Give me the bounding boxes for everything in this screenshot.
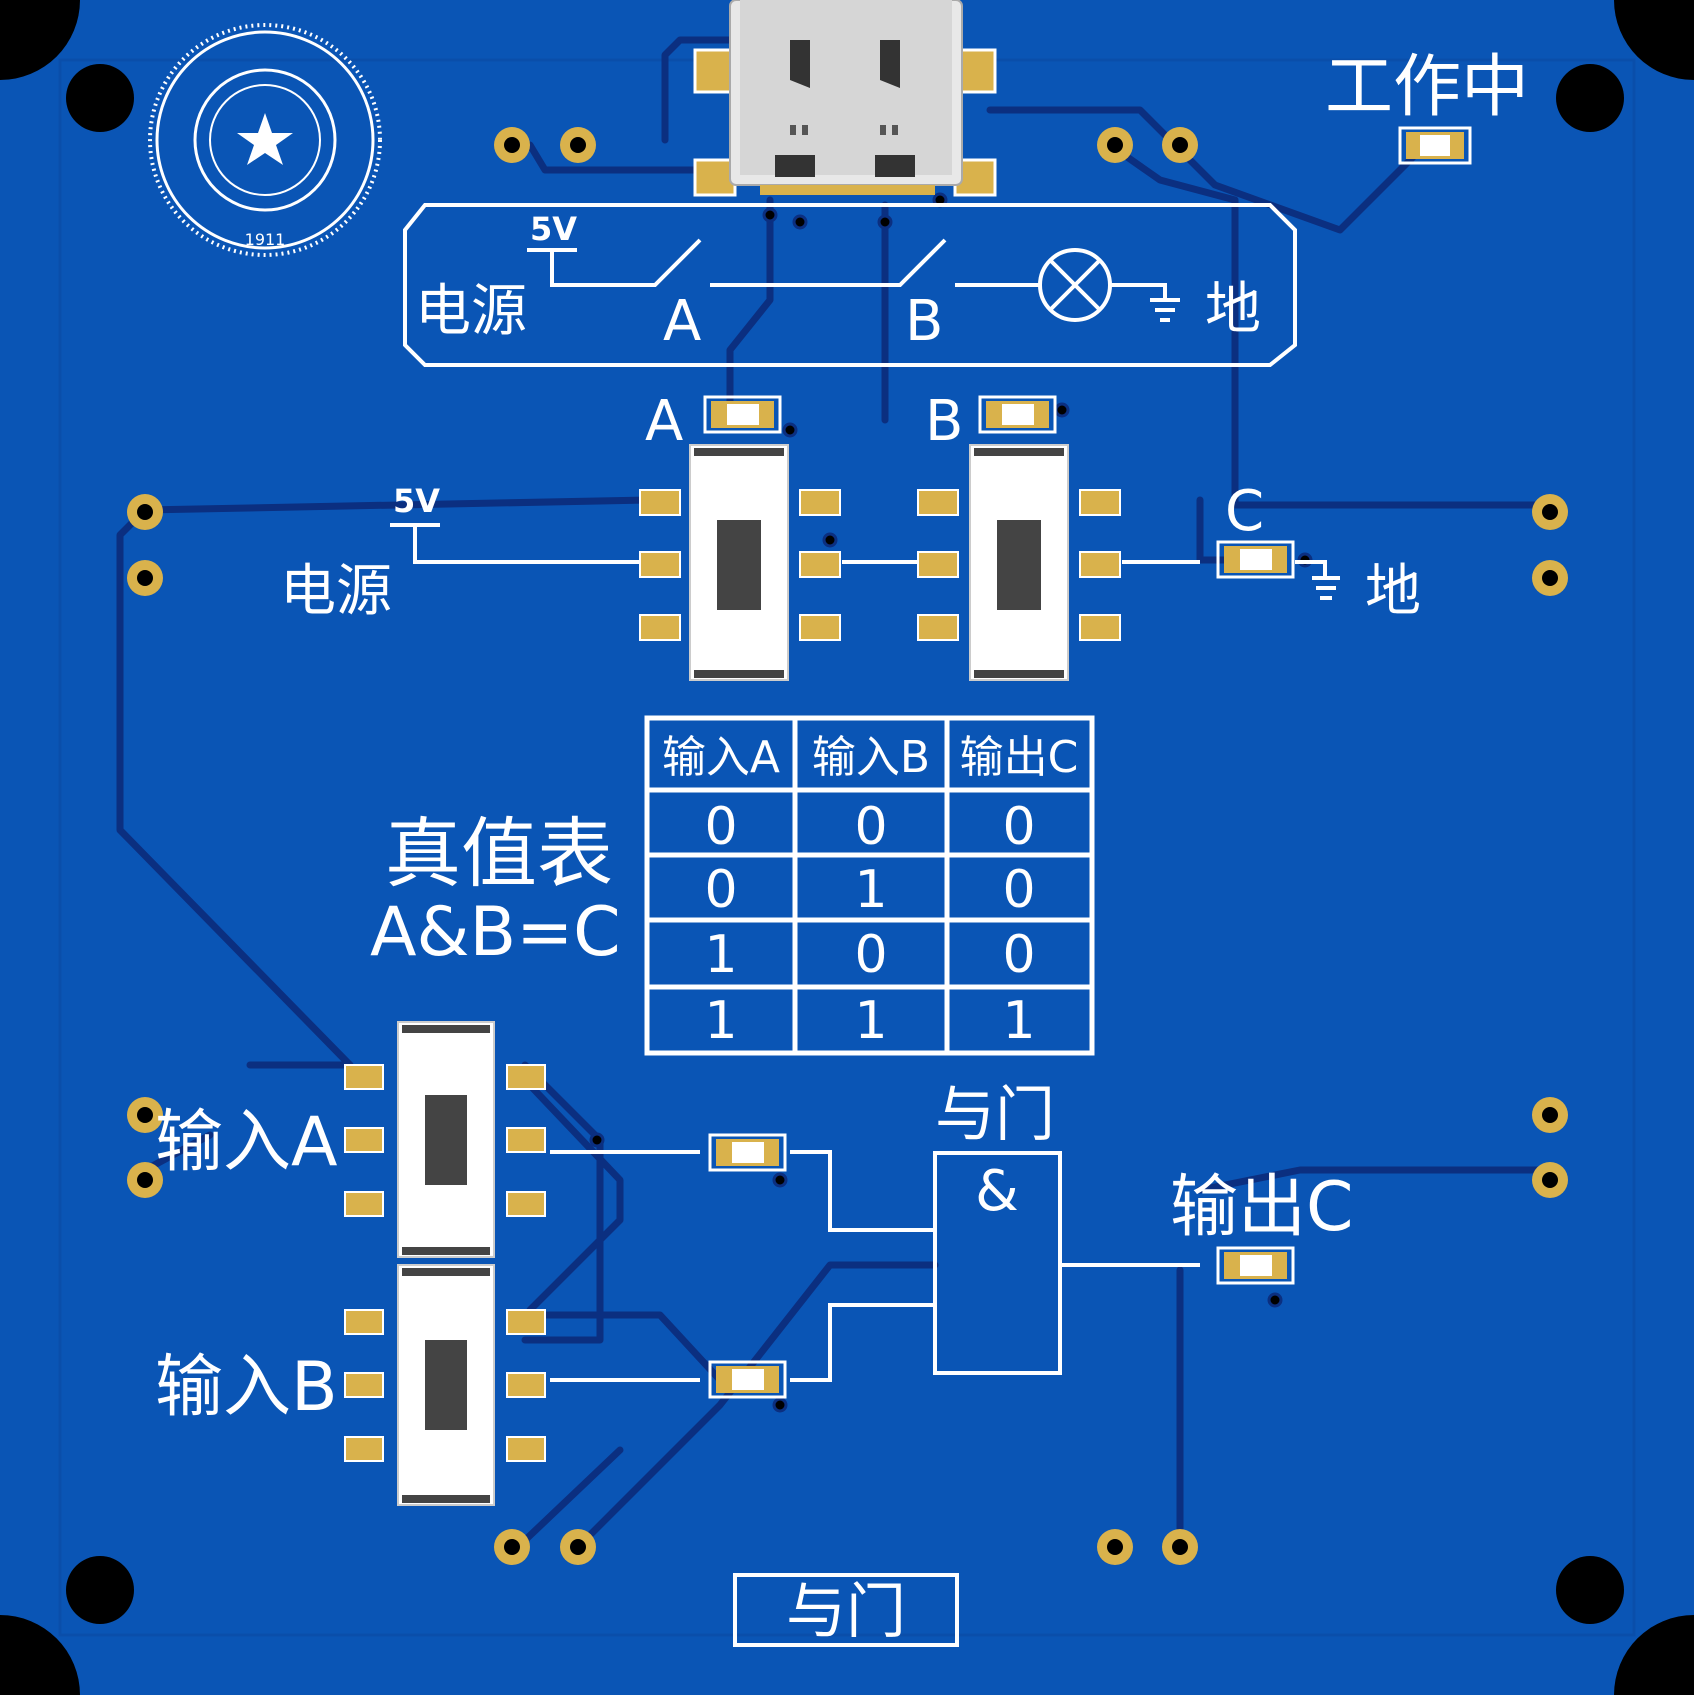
input-switch-a[interactable] <box>344 1021 546 1258</box>
truth-table-cell: 0 <box>704 797 737 857</box>
corner-notch-tr <box>1614 0 1694 80</box>
switch-block-voltage: 5V <box>393 482 440 520</box>
slide-switch-b-knob[interactable] <box>997 520 1041 610</box>
truth-table: 输入A 输入B 输出C 0 0 0 0 1 0 1 0 0 1 1 1 <box>644 715 1095 1056</box>
input-switch-b-knob[interactable] <box>425 1340 467 1430</box>
led-c <box>1216 540 1295 579</box>
input-led-b <box>708 1360 787 1399</box>
status-label: 工作中 <box>1325 48 1529 127</box>
input-led-a <box>708 1133 787 1172</box>
corner-notch-br <box>1614 1615 1694 1695</box>
truth-table-header-c: 输出C <box>960 732 1079 783</box>
svg-text:5V: 5V <box>530 210 577 248</box>
tsinghua-logo: 1911 <box>148 23 382 257</box>
svg-text:电源: 电源 <box>415 279 527 344</box>
truth-table-title: 真值表 <box>385 809 613 898</box>
truth-table-expression: A&B=C <box>370 893 621 972</box>
truth-table-cell: 1 <box>704 991 737 1051</box>
truth-table-cell: 1 <box>704 925 737 985</box>
truth-table-cell: 0 <box>704 860 737 920</box>
star-icon <box>237 113 293 165</box>
gate-symbol: & <box>975 1159 1019 1224</box>
led-a <box>703 395 782 434</box>
slide-switch-a-knob[interactable] <box>717 520 761 610</box>
switch-block-ground-label: 地 <box>1365 559 1421 624</box>
truth-table-cell: 0 <box>1002 797 1035 857</box>
slide-switch-b[interactable] <box>917 444 1121 681</box>
truth-table-cell: 1 <box>1002 991 1035 1051</box>
input-a-label: 输入A <box>155 1103 338 1182</box>
led-b <box>978 395 1057 434</box>
input-switch-a-knob[interactable] <box>425 1095 467 1185</box>
svg-text:B: B <box>905 289 943 354</box>
truth-table-header-a: 输入A <box>662 732 780 783</box>
status-led <box>1398 126 1472 165</box>
footer-label: 与门 <box>786 1577 906 1647</box>
output-c-label: 输出C <box>1170 1168 1353 1247</box>
footer-label-box <box>733 1573 959 1647</box>
and-gate: & <box>790 1150 1200 1382</box>
truth-table-cell: 0 <box>1002 860 1035 920</box>
truth-table-cell: 0 <box>854 797 887 857</box>
schematic-box: 5V 电源 A B 地 <box>403 203 1297 367</box>
gate-name: 与门 <box>935 1080 1055 1150</box>
usb-c-connector <box>693 0 997 197</box>
input-b-label: 输入B <box>155 1348 338 1427</box>
mount-hole-tr <box>1556 64 1624 132</box>
led-c-label: C <box>1225 479 1264 544</box>
svg-text:1911: 1911 <box>245 230 286 249</box>
truth-table-cell: 0 <box>854 925 887 985</box>
led-a-label: A <box>645 389 683 454</box>
truth-table-cell: 1 <box>854 860 887 920</box>
corner-notch-bl <box>0 1615 80 1695</box>
through-hole-pads <box>127 127 1568 1565</box>
svg-text:A: A <box>663 289 701 354</box>
svg-text:地: 地 <box>1205 277 1261 342</box>
output-led-c <box>1216 1246 1295 1285</box>
switch-block-power-label: 电源 <box>280 559 392 624</box>
truth-table-cell: 1 <box>854 991 887 1051</box>
input-switch-b[interactable] <box>344 1264 546 1506</box>
corner-notch-tl <box>0 0 80 80</box>
mount-hole-tl <box>66 64 134 132</box>
mount-hole-br <box>1556 1556 1624 1624</box>
led-b-label: B <box>925 389 963 454</box>
truth-table-header-b: 输入B <box>812 732 930 783</box>
slide-switch-a[interactable] <box>639 444 841 681</box>
truth-table-cell: 0 <box>1002 925 1035 985</box>
mount-hole-bl <box>66 1556 134 1624</box>
